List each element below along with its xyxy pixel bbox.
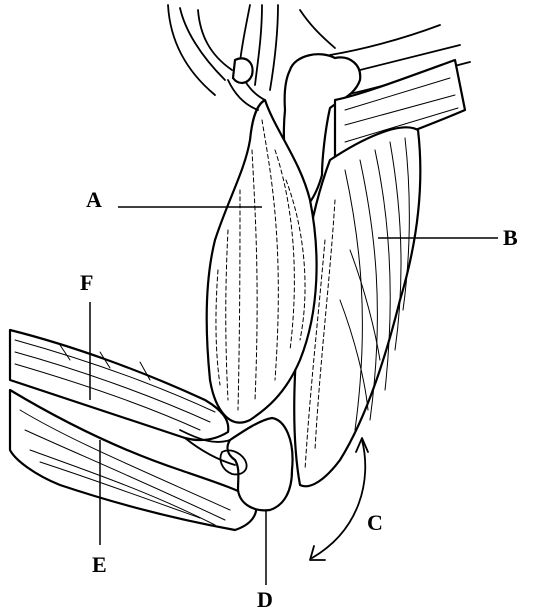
label-d: D (257, 587, 273, 612)
label-c: C (367, 510, 383, 535)
label-f: F (80, 270, 93, 295)
label-e: E (92, 552, 107, 577)
label-b: B (503, 225, 518, 250)
label-a: A (86, 187, 102, 212)
